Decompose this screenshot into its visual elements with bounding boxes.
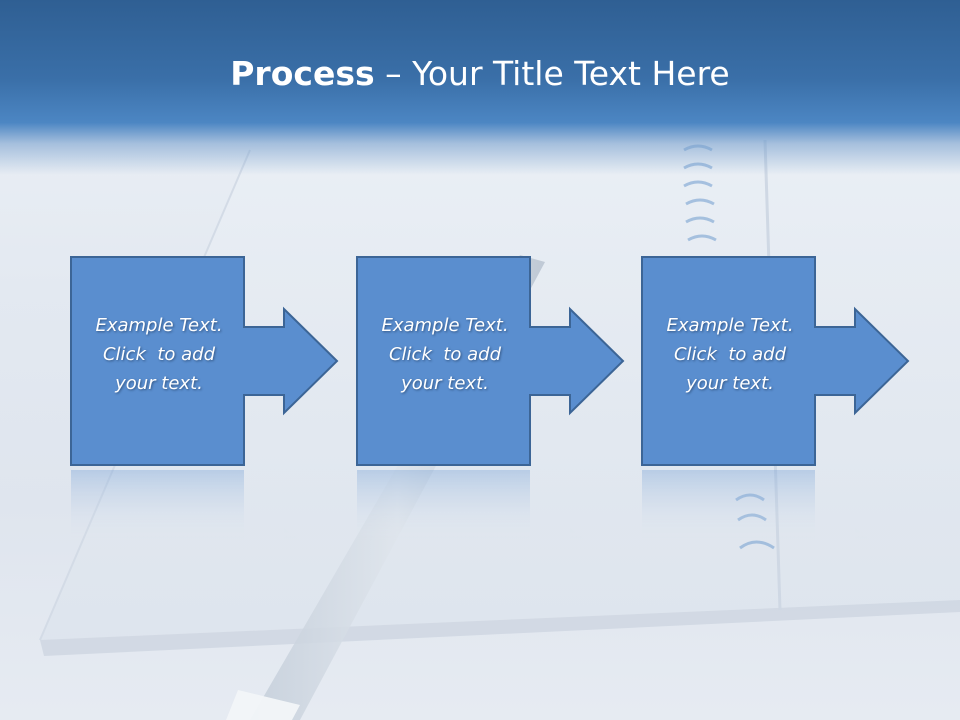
step-text-line: Example Text.: [666, 315, 794, 336]
step-reflection: [71, 470, 300, 540]
step-text-line: your text.: [401, 373, 489, 394]
step-reflection: [357, 470, 586, 540]
step-text-line: Click to add: [673, 344, 786, 365]
slide-title[interactable]: Process – Your Title Text Here: [0, 52, 960, 96]
step-text-line: Click to add: [102, 344, 215, 365]
slide-title-bold: Process: [230, 54, 375, 93]
process-step-3[interactable]: Example Text. Click to add your text.: [641, 255, 913, 469]
process-step-1[interactable]: Example Text. Click to add your text.: [70, 255, 342, 469]
right-arrow-icon: [641, 256, 910, 466]
right-arrow-icon: [356, 256, 625, 466]
step-text-line: Click to add: [388, 344, 501, 365]
step-text-line: your text.: [686, 373, 774, 394]
step-text-line: your text.: [115, 373, 203, 394]
right-arrow-icon: [70, 256, 339, 466]
header-band: [0, 0, 960, 175]
process-step-text[interactable]: Example Text. Click to add your text.: [360, 311, 530, 398]
process-step-text[interactable]: Example Text. Click to add your text.: [74, 311, 244, 398]
process-step-2[interactable]: Example Text. Click to add your text.: [356, 255, 628, 469]
step-text-line: Example Text.: [381, 315, 509, 336]
slide-title-rest: – Your Title Text Here: [374, 54, 730, 93]
step-reflection: [642, 470, 871, 540]
process-step-text[interactable]: Example Text. Click to add your text.: [645, 311, 815, 398]
step-text-line: Example Text.: [95, 315, 223, 336]
